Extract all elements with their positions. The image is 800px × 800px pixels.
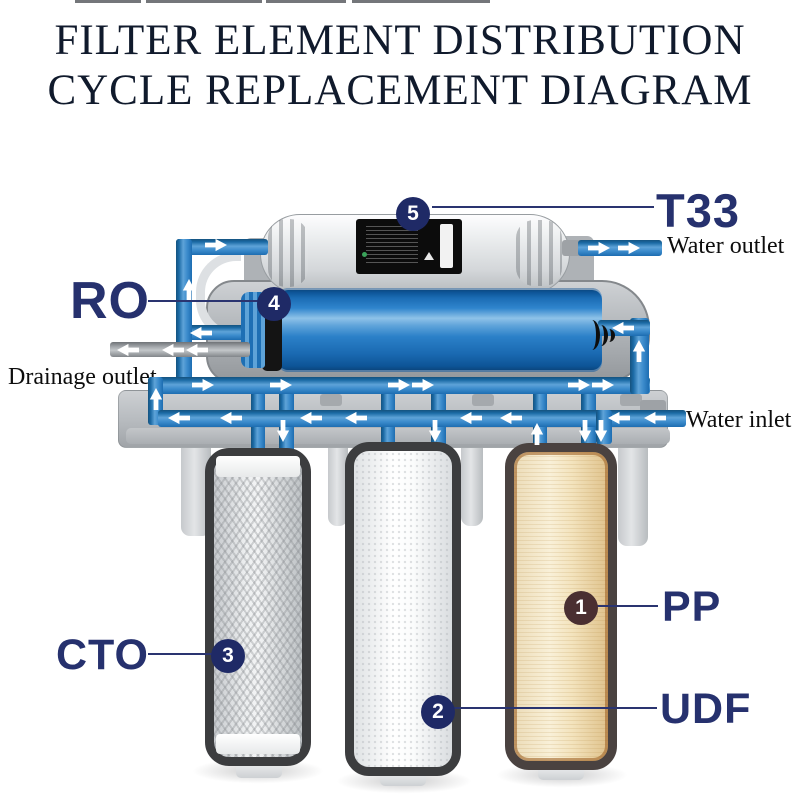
callout-line-t33: [432, 206, 654, 208]
t33-label-arrow-glyph: [424, 252, 434, 260]
callout-line-udf: [453, 707, 657, 709]
ro-end-rings-icon: [603, 329, 615, 342]
filter-head-tab: [461, 436, 483, 526]
cto-top-cap: [216, 456, 300, 477]
pipe-left-riser: [176, 239, 192, 391]
filter-head-tab: [618, 436, 648, 546]
label-ro: RO: [70, 272, 150, 330]
callout-line-pp: [596, 605, 658, 607]
filter-head-tab: [328, 436, 348, 526]
water-outlet-label: Water outlet: [667, 233, 785, 259]
plate-slot: [320, 394, 342, 406]
callout-line-cto: [148, 653, 214, 655]
ro-membrane-body: [278, 288, 602, 372]
t33-label-green-dot: [362, 252, 367, 257]
plate-slot: [472, 394, 494, 406]
callout-line-ro: [148, 300, 258, 302]
badge-5: 5: [396, 197, 430, 231]
label-cto: CTO: [56, 631, 149, 679]
cropped-top-mark: [146, 0, 262, 3]
badge-1: 1: [564, 591, 598, 625]
badge-4: 4: [257, 287, 291, 321]
label-pp: PP: [662, 583, 722, 631]
drainage-outlet-label: Drainage outlet: [8, 364, 157, 390]
label-t33: T33: [656, 184, 740, 237]
water-inlet-drop: [596, 410, 612, 444]
badge-3: 3: [211, 639, 245, 673]
cropped-top-mark: [266, 0, 346, 3]
water-inlet-label: Water inlet: [686, 407, 792, 433]
cropped-top-mark: [75, 0, 141, 3]
t33-label-side-strip: [440, 224, 453, 268]
cto-leg: [236, 762, 282, 778]
plate-slot: [620, 394, 642, 406]
title-line-1: FILTER ELEMENT DISTRIBUTION: [54, 17, 746, 64]
t33-label-fine-print: [366, 226, 418, 266]
label-udf: UDF: [660, 685, 752, 733]
t33-right-collar: [516, 220, 562, 286]
badge-2: 2: [421, 695, 455, 729]
cropped-top-mark: [352, 0, 490, 3]
cto-filter-body: [205, 448, 311, 766]
page-title: FILTER ELEMENT DISTRIBUTION CYCLE REPLAC…: [0, 16, 800, 116]
t33-outlet-nub: [562, 240, 582, 256]
pipe-ro-out: [188, 325, 250, 340]
t33-left-collar: [268, 219, 308, 287]
cto-bottom-cap: [216, 734, 300, 754]
title-line-2: CYCLE REPLACEMENT DIAGRAM: [47, 67, 753, 114]
